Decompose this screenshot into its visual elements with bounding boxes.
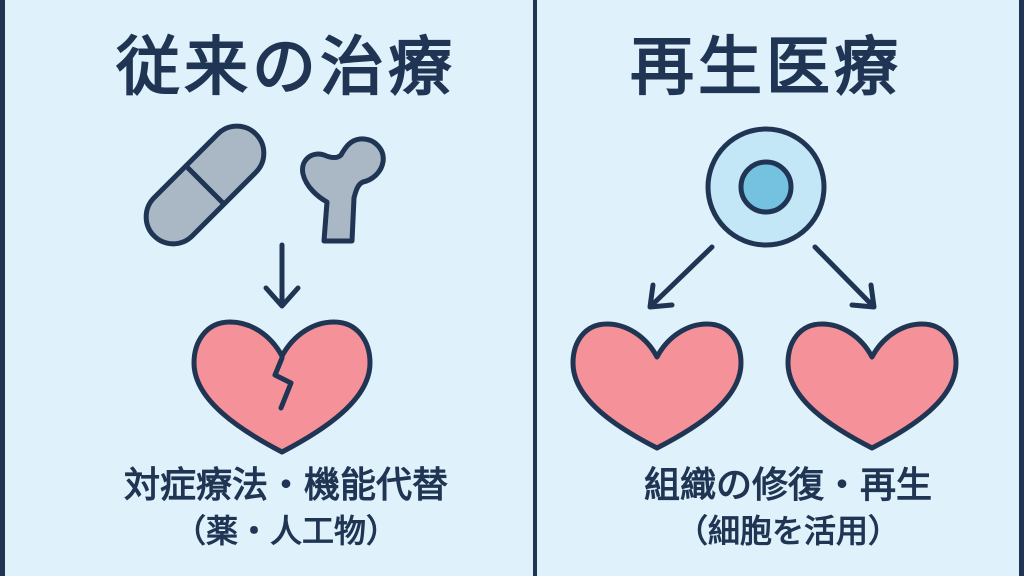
regenerative-subcaption: （細胞を活用） [675, 512, 900, 550]
cell-icon [705, 126, 827, 248]
regenerative-caption: 組織の修復・再生 [643, 465, 932, 506]
bone-icon [300, 136, 386, 244]
pill-icon [143, 123, 267, 247]
heart-icon [570, 321, 744, 451]
broken-heart-icon [191, 319, 373, 455]
arrow-down-icon [263, 242, 301, 309]
arrow-down-right-icon [812, 244, 877, 310]
center-divider [533, 0, 537, 576]
regenerative-medicine-title: 再生医療 [630, 31, 902, 105]
heart-icon [785, 321, 959, 451]
conventional-treatment-title: 従来の治療 [116, 31, 456, 105]
conventional-caption: 対症療法・機能代替 [123, 465, 448, 506]
conventional-subcaption: （薬・人工物） [173, 512, 398, 550]
arrow-down-left-icon [647, 244, 715, 310]
